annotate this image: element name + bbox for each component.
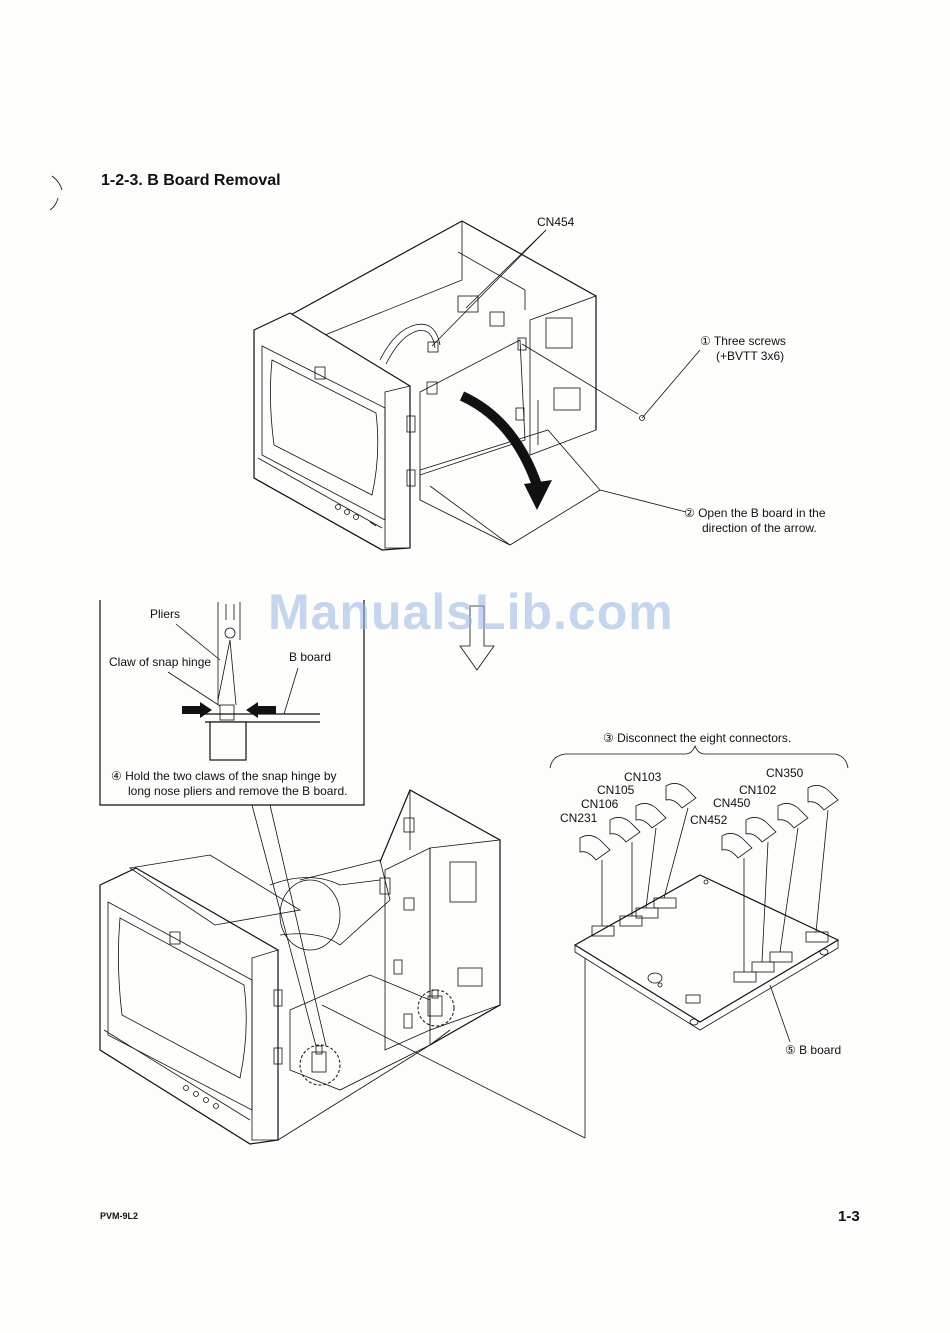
label-cn231: CN231 [560,811,598,825]
b-board-drawing [549,744,849,1043]
down-arrow [459,605,495,671]
label-cn103: CN103 [624,770,662,784]
label-cn350: CN350 [766,766,804,780]
footer-model: PVM-9L2 [100,1211,139,1221]
margin-mark [49,197,59,211]
step2-detail: direction of the arrow. [702,521,817,535]
step2-label: ② Open the B board in the [684,506,826,520]
bottom-monitor-drawing [99,789,586,1145]
label-b-board-inset: B board [289,650,332,664]
label-claw: Claw of snap hinge [109,655,212,669]
top-monitor-drawing [253,220,701,551]
step3-label: ③ Disconnect the eight connectors. [603,731,792,745]
step4-detail: long nose pliers and remove the B board. [128,784,348,798]
label-pliers: Pliers [150,607,181,621]
label-cn454: CN454 [537,215,575,229]
label-cn105: CN105 [597,783,635,797]
label-cn106: CN106 [581,797,619,811]
step5-label: ⑤ B board [785,1043,842,1057]
margin-mark [51,175,63,191]
section-title: 1-2-3. B Board Removal [101,172,281,189]
page-number: 1-3 [838,1208,860,1225]
label-cn450: CN450 [713,796,751,810]
step1-detail: (+BVTT 3x6) [716,349,785,363]
step4-label: ④ Hold the two claws of the snap hinge b… [111,769,337,783]
label-cn452: CN452 [690,813,728,827]
label-cn102: CN102 [739,783,777,797]
watermark: ManualsLib.com [268,584,674,640]
snap-hinge-inset [99,600,365,1047]
step1-label: ① Three screws [700,334,786,348]
